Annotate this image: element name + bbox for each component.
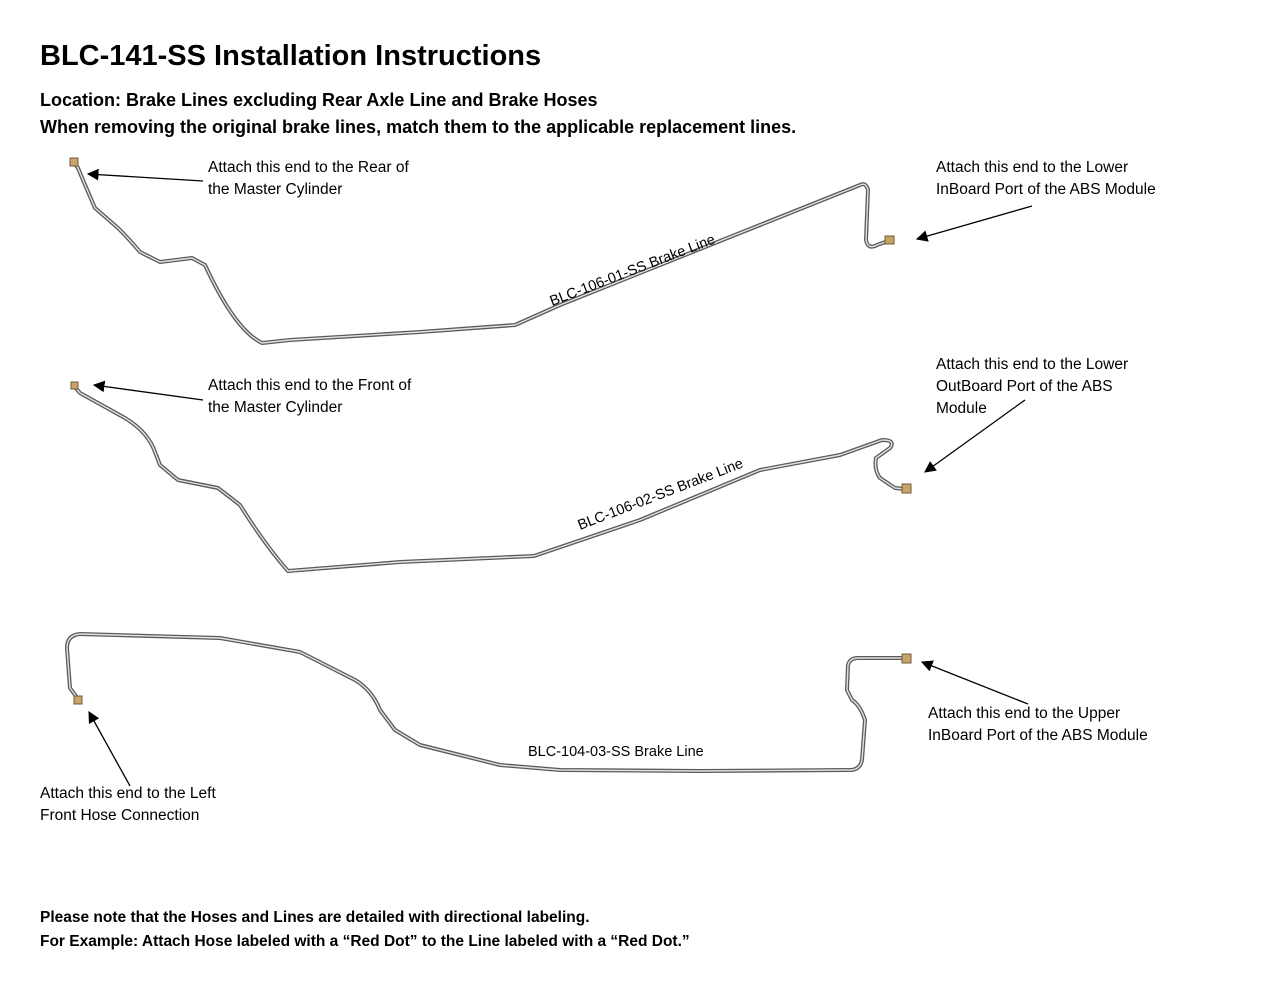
line-2-start-label-row: the Master Cylinder (208, 399, 343, 416)
brake-line-2-pipe (72, 384, 907, 573)
brake-line-2-label: BLC-106-02-SS Brake Line (576, 456, 746, 534)
brake-line-2-end-arrow (924, 399, 1026, 473)
line-1-start-label-row: Attach this end to the Rear of (208, 159, 409, 176)
brake-line-3-label: BLC-104-03-SS Brake Line (528, 744, 704, 760)
brake-line-3-end-fitting (901, 653, 912, 664)
brake-line-3-start-arrow (88, 710, 131, 787)
brake-line-2-end-fitting (901, 483, 912, 494)
line-2-start-label-row: Attach this end to the Front of (208, 377, 412, 394)
brake-line-3-end-arrow (920, 660, 1029, 705)
page-title: BLC-141-SS Installation Instructions (40, 40, 542, 72)
line-1-start-label-row: the Master Cylinder (208, 181, 343, 198)
line-3-end-label-row: Attach this end to the Upper (928, 705, 1121, 722)
note-red-dot-example: For Example: Attach Hose labeled with a … (40, 933, 690, 950)
brake-line-3: BLC-104-03-SS Brake Line (65, 632, 1029, 787)
line-2-end-label: Attach this end to the Lower OutBoard Po… (936, 354, 1128, 420)
location-text: Location: Brake Lines excluding Rear Axl… (40, 90, 598, 110)
brake-line-1-pipe (72, 161, 890, 345)
line-1-end-label-row: Attach this end to the Lower (936, 159, 1129, 176)
line-2-start-label: Attach this end to the Front of the Mast… (208, 375, 411, 419)
line-1-end-label-row: InBoard Port of the ABS Module (936, 181, 1156, 198)
brake-line-2-start-arrow (92, 380, 204, 401)
brake-line-1-end-arrow (915, 205, 1033, 242)
brake-line-1-start-fitting (69, 157, 79, 167)
line-3-end-label: Attach this end to the Upper InBoard Por… (928, 703, 1148, 747)
brake-line-1-label: BLC-106-01-SS Brake Line (548, 232, 718, 310)
line-1-start-label: Attach this end to the Rear of the Maste… (208, 157, 409, 201)
line-3-end-label-row: InBoard Port of the ABS Module (928, 727, 1148, 744)
brake-line-2-start-fitting (70, 381, 79, 390)
brake-line-1-end-fitting (884, 235, 895, 245)
brake-line-1-start-arrow (86, 168, 204, 182)
line-3-start-label-row: Front Hose Connection (40, 807, 200, 824)
brake-line-3-pipe (65, 632, 907, 773)
line-2-end-label-row: Module (936, 400, 987, 417)
instruction-text: When removing the original brake lines, … (40, 117, 797, 137)
note-directional-labeling: Please note that the Hoses and Lines are… (40, 909, 590, 926)
line-3-start-label-row: Attach this end to the Left (40, 785, 216, 802)
brake-line-3-start-fitting (73, 695, 83, 705)
line-1-end-label: Attach this end to the Lower InBoard Por… (936, 157, 1156, 201)
line-2-end-label-row: Attach this end to the Lower (936, 356, 1129, 373)
line-2-end-label-row: OutBoard Port of the ABS (936, 378, 1113, 395)
line-3-start-label: Attach this end to the Left Front Hose C… (40, 783, 216, 827)
